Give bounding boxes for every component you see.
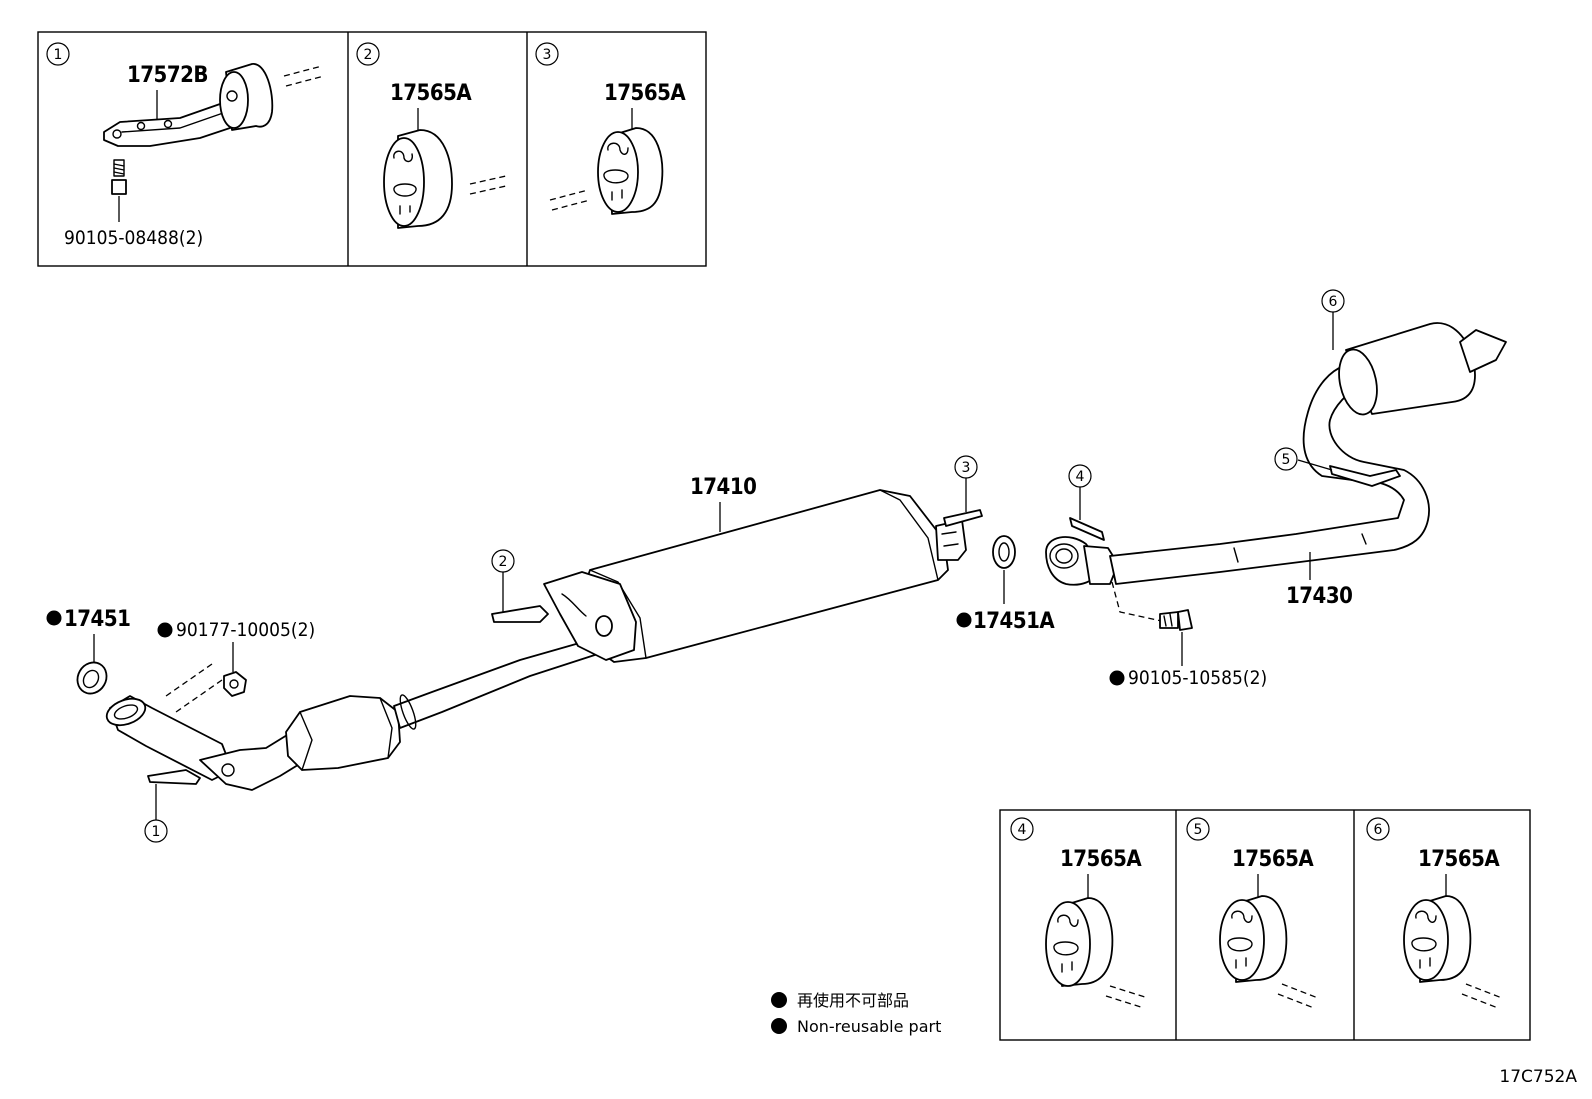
inset-1-number: 1 bbox=[54, 47, 63, 63]
inset-1-part-label: 17572B bbox=[127, 63, 208, 88]
inset-3-number: 3 bbox=[543, 47, 552, 63]
inset-6-hanger: 6 17565A bbox=[1366, 817, 1503, 1009]
inset-1-bracket: 1 17572B 90105-08488(2) bbox=[46, 42, 325, 249]
center-pipe-label: 17410 bbox=[690, 475, 756, 500]
inset-5-part-label: 17565A bbox=[1232, 847, 1314, 872]
front-pipe: 1 bbox=[105, 617, 615, 843]
gasket-17451A-label: 17451A bbox=[973, 609, 1055, 634]
inset-5-hanger: 5 17565A bbox=[1186, 817, 1319, 1009]
inset-3-part-label: 17565A bbox=[604, 81, 686, 106]
inset-2-part-label: 17565A bbox=[390, 81, 472, 106]
diagram-reference-code: 17C752A bbox=[1499, 1067, 1577, 1087]
callout-5: 5 bbox=[1282, 452, 1291, 468]
callout-1: 1 bbox=[152, 824, 161, 840]
gasket-17451-label: 17451 bbox=[64, 607, 130, 632]
callout-2: 2 bbox=[499, 554, 508, 570]
bolt-90105-10585: 90105-10585(2) bbox=[1109, 581, 1267, 689]
inset-6-part-label: 17565A bbox=[1418, 847, 1500, 872]
main-exhaust-assembly: 17451 90177-10005(2) 1 bbox=[46, 289, 1507, 843]
legend-dot-en bbox=[771, 1018, 787, 1034]
legend-en-text: Non-reusable part bbox=[797, 1017, 941, 1036]
tail-pipe-label: 17430 bbox=[1286, 584, 1352, 609]
bottom-inset-frame bbox=[999, 809, 1531, 1041]
inset-2-hanger: 2 17565A bbox=[356, 42, 507, 229]
legend: 再使用不可部品 Non-reusable part bbox=[771, 991, 941, 1036]
callout-6: 6 bbox=[1329, 294, 1338, 310]
top-inset-frame bbox=[37, 31, 707, 267]
inset-4-part-label: 17565A bbox=[1060, 847, 1142, 872]
inset-3-hanger: 3 17565A bbox=[535, 42, 687, 215]
top-inset-panel: 1 17572B 90105-08488(2) 2 1 bbox=[37, 31, 707, 267]
inset-4-number: 4 bbox=[1018, 822, 1027, 838]
bottom-inset-panel: 4 17565A 5 17565A 6 17565A bbox=[999, 809, 1531, 1041]
inset-2-number: 2 bbox=[364, 47, 373, 63]
inset-6-number: 6 bbox=[1374, 822, 1383, 838]
bolt-label: 90105-10585(2) bbox=[1128, 667, 1267, 689]
callout-3: 3 bbox=[962, 460, 971, 476]
inset-4-hanger: 4 17565A bbox=[1010, 817, 1149, 1009]
legend-jp-text: 再使用不可部品 bbox=[797, 991, 909, 1010]
callout-4: 4 bbox=[1076, 469, 1085, 485]
inset-5-number: 5 bbox=[1194, 822, 1203, 838]
gasket-17451A: 17451A bbox=[956, 535, 1056, 634]
legend-dot-jp bbox=[771, 992, 787, 1008]
gasket-17451: 17451 bbox=[46, 607, 131, 695]
nut-label: 90177-10005(2) bbox=[176, 619, 315, 641]
inset-1-bolt-label: 90105-08488(2) bbox=[64, 227, 203, 249]
center-pipe-17410: 17410 2 3 bbox=[491, 455, 983, 663]
nut-90177-10005: 90177-10005(2) bbox=[157, 619, 315, 713]
tail-pipe-17430: 4 5 6 17430 bbox=[1045, 289, 1507, 609]
